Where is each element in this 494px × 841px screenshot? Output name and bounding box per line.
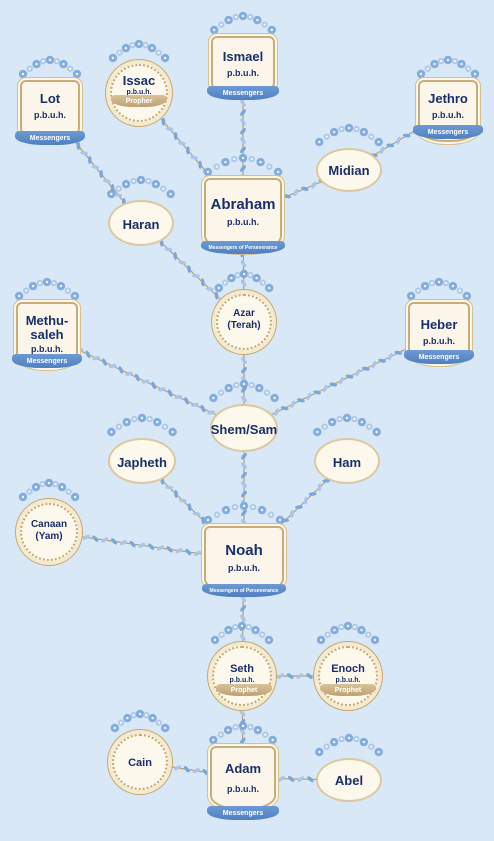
ribbon-lot: Messengers xyxy=(15,131,85,145)
node-ham-floral-crown xyxy=(313,413,381,437)
node-shem-floral-crown xyxy=(209,379,279,403)
node-abraham-name: Abraham xyxy=(210,196,276,213)
node-cain: Cain xyxy=(112,734,168,790)
node-adam-floral-crown xyxy=(209,721,277,745)
node-noah-honorific: p.b.u.h. xyxy=(228,563,260,573)
node-seth-name: Seth xyxy=(230,663,254,675)
node-noah: Noah p.b.u.h. xyxy=(204,526,284,594)
node-japheth-name: Japheth xyxy=(117,455,167,470)
ribbon-methusaleh: Messengers xyxy=(12,354,82,368)
ribbon-jethro: Messengers xyxy=(413,125,483,139)
node-seth: Seth p.b.u.h. xyxy=(212,646,272,706)
node-lot-name: Lot xyxy=(39,91,61,106)
node-heber-honorific: p.b.u.h. xyxy=(423,336,455,346)
node-issac: Issac p.b.u.h. xyxy=(110,64,168,122)
node-jethro-honorific: p.b.u.h. xyxy=(432,110,464,120)
node-azar-name: Azar (Terah) xyxy=(227,308,261,331)
node-lot-honorific: p.b.u.h. xyxy=(34,110,66,120)
ribbon-heber: Messengers xyxy=(404,350,474,364)
node-jethro-floral-crown xyxy=(416,55,480,79)
node-issac-floral-crown xyxy=(108,39,170,63)
node-heber-floral-crown xyxy=(406,277,472,301)
node-japheth-floral-crown xyxy=(107,413,177,437)
node-enoch-floral-crown xyxy=(316,621,380,645)
node-methusaleh-name: Methu-saleh xyxy=(25,313,69,342)
node-midian-name: Midian xyxy=(328,163,370,178)
node-methusaleh-floral-crown xyxy=(14,277,80,301)
node-enoch: Enoch p.b.u.h. xyxy=(318,646,378,706)
node-haran-floral-crown xyxy=(107,175,175,199)
node-noah-floral-crown xyxy=(203,501,285,525)
node-noah-name: Noah xyxy=(225,542,263,559)
node-ismael-honorific: p.b.u.h. xyxy=(227,68,259,78)
connector-methusaleh-shem xyxy=(46,334,245,429)
node-japheth: Japheth xyxy=(108,438,176,484)
node-abraham-floral-crown xyxy=(203,153,283,177)
node-cain-name: Cain xyxy=(128,757,152,769)
ribbon-noah: Messengers of Perseverance xyxy=(202,584,286,597)
node-midian-floral-crown xyxy=(315,123,383,147)
node-haran: Haran xyxy=(108,200,174,246)
node-enoch-name: Enoch xyxy=(331,663,365,675)
node-canaan: Canaan (Yam) xyxy=(20,503,78,561)
ribbon-ismael: Messengers xyxy=(207,86,279,100)
node-heber-name: Heber xyxy=(420,317,458,332)
node-abel-name: Abel xyxy=(334,773,364,788)
node-methusaleh-honorific: p.b.u.h. xyxy=(31,344,63,354)
node-abel: Abel xyxy=(316,758,382,802)
node-enoch-honorific: p.b.u.h. xyxy=(335,677,361,684)
node-ismael-name: Ismael xyxy=(222,49,264,64)
ribbon-issac: Propher xyxy=(111,95,167,107)
node-abel-floral-crown xyxy=(315,733,383,757)
node-shem-name: Shem/Sam xyxy=(210,422,278,437)
node-lot-floral-crown xyxy=(18,55,82,79)
node-abraham-honorific: p.b.u.h. xyxy=(227,217,259,227)
node-jethro-name: Jethro xyxy=(428,91,468,106)
node-seth-honorific: p.b.u.h. xyxy=(229,677,255,684)
node-haran-name: Haran xyxy=(122,217,160,232)
node-azar-floral-crown xyxy=(214,269,274,293)
node-seth-floral-crown xyxy=(210,621,274,645)
node-canaan-floral-crown xyxy=(18,478,80,502)
node-abraham: Abraham p.b.u.h. xyxy=(204,178,282,252)
node-ismael-floral-crown xyxy=(210,11,276,35)
node-shem: Shem/Sam xyxy=(210,404,278,452)
ribbon-seth: Prophet xyxy=(216,684,272,696)
node-issac-honorific: p.b.u.h. xyxy=(126,89,152,96)
node-canaan-name: Canaan (Yam) xyxy=(30,519,68,542)
node-midian: Midian xyxy=(316,148,382,192)
node-adam-honorific: p.b.u.h. xyxy=(227,784,259,794)
node-cain-floral-crown xyxy=(110,709,170,733)
node-adam: Adam p.b.u.h. xyxy=(210,746,276,810)
ribbon-enoch: Prophet xyxy=(320,684,376,696)
node-azar: Azar (Terah) xyxy=(216,294,272,350)
node-ham: Ham xyxy=(314,438,380,484)
node-issac-name: Issac xyxy=(122,73,156,88)
ribbon-abraham: Messengers of Perseverance xyxy=(201,241,285,254)
node-ham-name: Ham xyxy=(332,455,362,470)
ribbon-adam: Messengers xyxy=(207,806,279,820)
node-adam-name: Adam xyxy=(224,761,262,776)
